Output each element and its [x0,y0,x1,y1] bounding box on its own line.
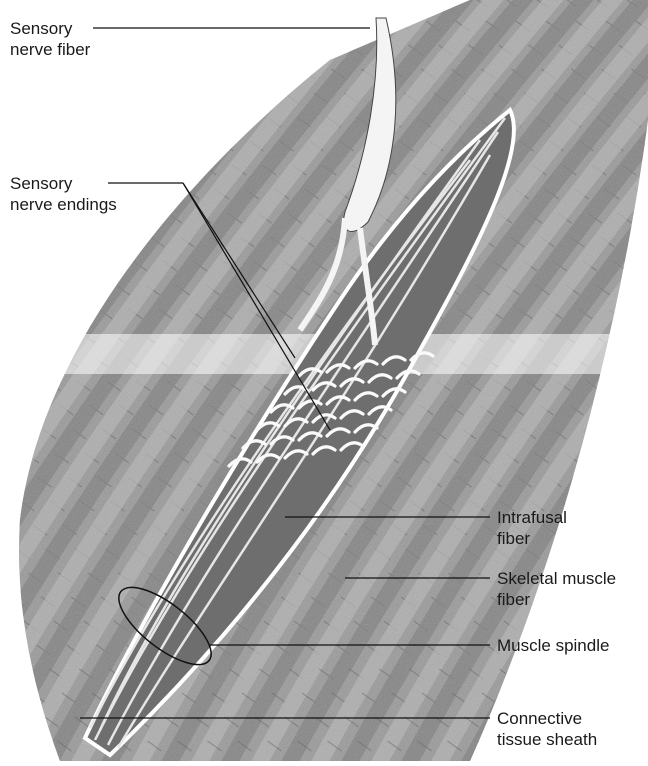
striation-mark [0,573,12,583]
striation-mark [443,0,457,7]
striation-mark [612,429,626,439]
label-line: Connective [497,708,597,729]
striation-mark [534,621,548,631]
striation-mark [529,669,543,679]
striation-mark [626,285,640,295]
label-line: Skeletal muscle [497,568,616,589]
striation-mark [27,741,41,751]
striation-mark [224,93,238,103]
label-line: nerve fiber [10,39,90,60]
striation-mark [586,549,600,559]
striation-mark [3,525,17,535]
label-line: fiber [497,589,616,610]
label-line: Intrafusal [497,507,567,528]
label-line: tissue sheath [497,729,597,750]
striation-mark [630,237,644,247]
striation-mark [319,45,333,55]
striation-mark [271,69,285,79]
striation-mark [8,477,22,487]
striation-mark [608,477,622,487]
striation-mark [12,429,26,439]
striation-mark [207,117,221,127]
striation-mark [336,21,350,31]
striation-mark [642,429,648,439]
striation-mark [617,381,631,391]
striation-mark [628,573,642,583]
striation-mark [353,0,367,7]
striation-mark [2,693,16,703]
striation-mark [594,621,608,631]
label-sensory-nerve-endings: Sensory nerve endings [10,173,117,215]
striation-mark [564,621,578,631]
label-intrafusal-fiber: Intrafusal fiber [497,507,567,549]
striation-mark [0,741,11,751]
striation-mark [0,453,9,463]
striation-mark [0,405,13,415]
striation-mark [241,69,255,79]
label-connective-tissue-sheath: Connective tissue sheath [497,708,597,750]
striation-mark [259,45,273,55]
striation-mark [542,693,556,703]
striation-mark [512,693,526,703]
striation-mark [276,21,290,31]
striation-mark [29,405,43,415]
striation-mark [556,549,570,559]
striation-mark [237,117,251,127]
label-line: fiber [497,528,567,549]
striation-mark [17,381,31,391]
striation-mark [638,477,648,487]
label-line: Sensory [10,173,117,194]
label-sensory-nerve-fiber: Sensory nerve fiber [10,18,90,60]
striation-mark [0,501,4,511]
striation-mark [254,93,268,103]
striation-mark [7,645,21,655]
striation-mark [625,453,639,463]
striation-mark [620,501,634,511]
striation-mark [86,285,100,295]
striation-mark [573,525,587,535]
striation-mark [155,189,169,199]
striation-mark [120,237,134,247]
striation-mark [15,717,29,727]
striation-mark [477,741,491,751]
striation-mark [0,669,3,679]
striation-mark [639,309,648,319]
label-line: nerve endings [10,194,117,215]
striation-mark [603,525,617,535]
striation-mark [323,0,337,7]
striation-mark [578,477,592,487]
striation-mark [103,261,117,271]
striation-mark [616,549,630,559]
label-skeletal-muscle-fiber: Skeletal muscle fiber [497,568,616,610]
striation-mark [306,21,320,31]
label-line: Muscle spindle [497,635,609,656]
striation-mark [0,621,8,631]
striation-mark [189,141,203,151]
striation-mark [138,213,152,223]
striation-mark [595,453,609,463]
striation-mark [19,669,33,679]
striation-mark [413,0,427,7]
striation-mark [599,405,613,415]
label-line: Sensory [10,18,90,39]
striation-mark [69,309,83,319]
striation-mark [172,165,186,175]
striation-mark [643,261,648,271]
striation-mark [590,501,604,511]
striation-mark [559,669,573,679]
striation-mark [633,525,647,535]
striation-mark [383,0,397,7]
striation-mark [293,0,307,7]
label-muscle-spindle: Muscle spindle [497,635,609,656]
striation-mark [629,405,643,415]
striation-mark [289,45,303,55]
